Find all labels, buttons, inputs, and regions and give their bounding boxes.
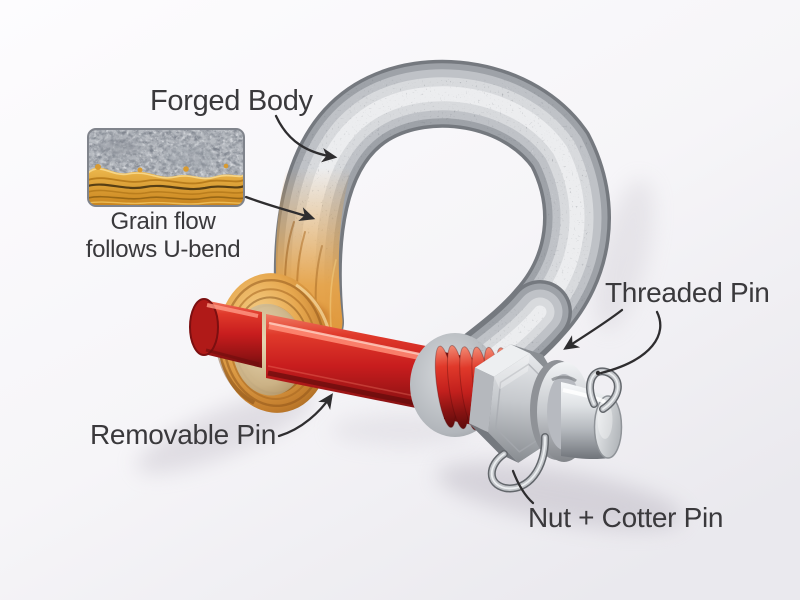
label-nut-cotter-pin: Nut + Cotter Pin bbox=[528, 502, 724, 533]
label-grain-flow-caption: Grain flow follows U-bend bbox=[85, 208, 241, 263]
arrow-forged-body bbox=[274, 114, 338, 163]
curve-endpoint-dot bbox=[595, 370, 601, 376]
label-threaded-pin: Threaded Pin bbox=[605, 277, 770, 308]
grain-inset bbox=[87, 128, 245, 207]
curve-threaded-pin-2 bbox=[599, 310, 662, 375]
arrow-removable-pin bbox=[277, 393, 333, 438]
label-removable-pin: Removable Pin bbox=[90, 419, 276, 450]
leader-arrows bbox=[244, 114, 662, 505]
cotter-pin bbox=[487, 367, 622, 493]
arrow-threaded-pin bbox=[563, 308, 624, 350]
line-nut-cotter bbox=[511, 469, 535, 505]
label-forged-body: Forged Body bbox=[150, 85, 313, 117]
pin-head bbox=[189, 298, 262, 368]
arrow-grain-flow bbox=[244, 195, 316, 222]
